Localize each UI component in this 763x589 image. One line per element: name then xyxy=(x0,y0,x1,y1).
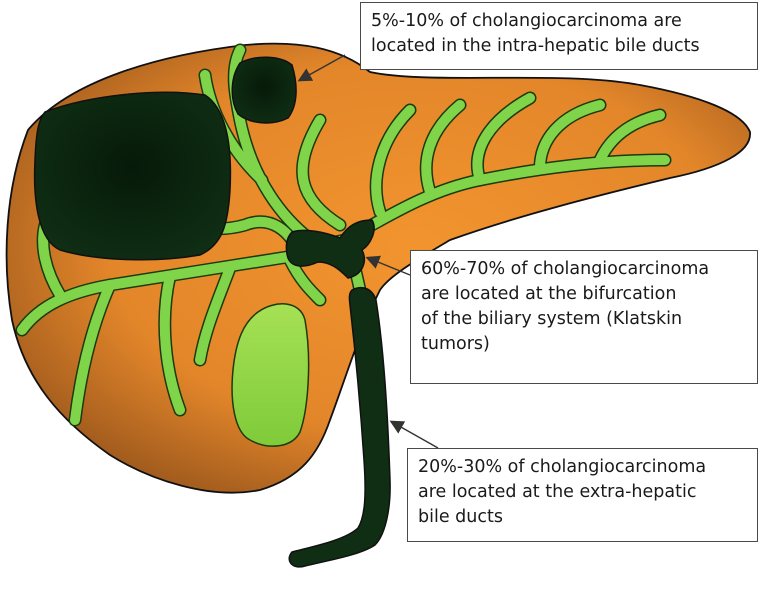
callout-line: are located at the extra-hepatic xyxy=(418,482,697,502)
extrahepatic-duct-tumor xyxy=(288,287,391,568)
bifurcation-tumor xyxy=(285,219,375,279)
callout-bifurcation: 60%-70% of cholangiocarcinoma are locate… xyxy=(410,250,758,384)
callout-line: 5%-10% of cholangiocarcinoma are xyxy=(371,11,682,31)
intrahepatic-tumor-small xyxy=(231,56,297,124)
gallbladder-shape xyxy=(231,303,310,447)
callout-extrahepatic: 20%-30% of cholangiocarcinoma are locate… xyxy=(407,448,758,542)
callout-line: tumors) xyxy=(421,334,490,354)
arrow-bifurcation xyxy=(365,255,411,276)
callout-line: are located at the bifurcation xyxy=(421,284,677,304)
callout-line: located in the intra-hepatic bile ducts xyxy=(371,36,700,56)
callout-line: bile ducts xyxy=(418,507,503,527)
arrow-intra-hepatic xyxy=(297,54,346,82)
intrahepatic-tumor-large xyxy=(33,91,232,261)
callout-line: 20%-30% of cholangiocarcinoma xyxy=(418,457,707,477)
callout-intrahepatic: 5%-10% of cholangiocarcinoma are located… xyxy=(360,2,758,70)
callout-line: 60%-70% of cholangiocarcinoma xyxy=(421,259,710,279)
arrow-extra-hepatic xyxy=(389,420,439,449)
annotation-arrows xyxy=(297,54,439,449)
callout-line: of the biliary system (Klatskin xyxy=(421,309,683,329)
